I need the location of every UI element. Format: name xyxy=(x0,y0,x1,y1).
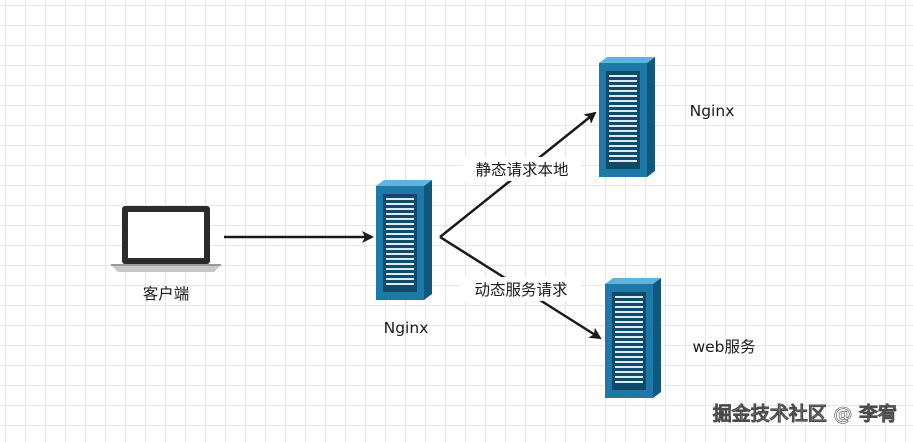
nginx-proxy-server-icon xyxy=(376,180,432,300)
nginx-static-label: Nginx xyxy=(690,102,735,120)
nginx-proxy-label: Nginx xyxy=(384,319,429,337)
edge-label-background xyxy=(463,157,581,181)
client-laptop-icon xyxy=(111,206,221,272)
web-service-label: web服务 xyxy=(692,338,755,356)
edge-label-static-request: 静态请求本地 xyxy=(475,161,568,179)
web-service-server-icon xyxy=(605,278,661,398)
nginx-static-server-icon xyxy=(599,57,655,177)
edge-label-dynamic-request: 动态服务请求 xyxy=(474,281,567,299)
client-label: 客户端 xyxy=(143,285,190,303)
edge-label-background xyxy=(461,277,581,301)
watermark-text: 掘金技术社区 @ 李宥 xyxy=(713,402,897,425)
